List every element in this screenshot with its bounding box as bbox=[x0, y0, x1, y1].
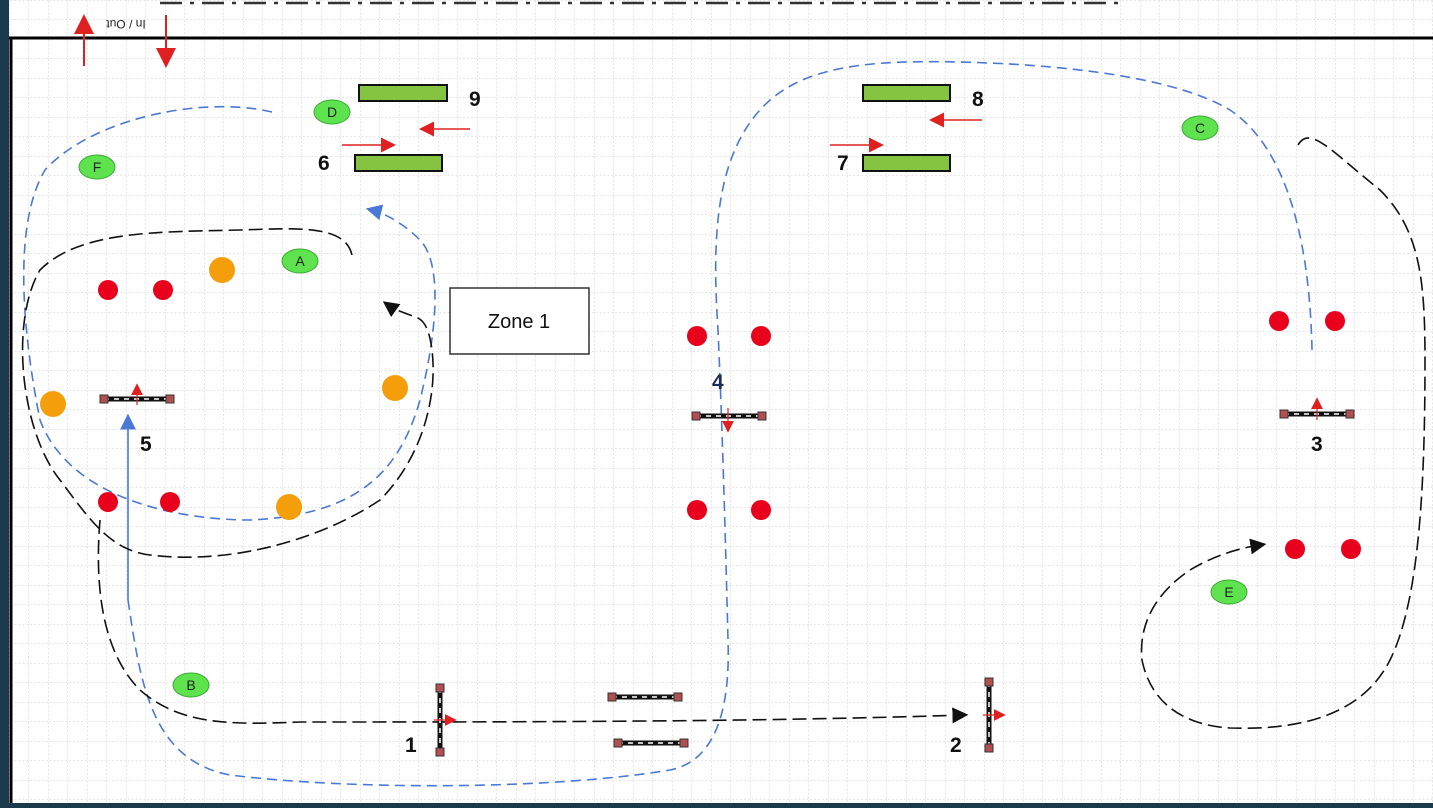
hurdle-9-number: 9 bbox=[469, 88, 481, 111]
hurdle-6-bar bbox=[354, 154, 443, 172]
cone-E: E bbox=[1210, 579, 1248, 605]
blue-route-loop bbox=[23, 105, 436, 521]
svg-text:D: D bbox=[327, 104, 337, 120]
hurdle-6-number: 6 bbox=[318, 152, 330, 175]
zone-1-label: Zone 1 bbox=[488, 311, 550, 333]
hurdle-8-number: 8 bbox=[972, 88, 984, 111]
jump-2-number: 2 bbox=[950, 734, 962, 757]
cone-D: D bbox=[313, 99, 351, 125]
svg-text:A: A bbox=[295, 253, 305, 269]
red-markers bbox=[98, 280, 1361, 559]
jump-4-number: 4 bbox=[712, 371, 724, 394]
jump-1 bbox=[434, 683, 457, 757]
grid bbox=[9, 0, 1433, 803]
black-route-bottom bbox=[97, 519, 969, 725]
cone-B: B bbox=[172, 672, 210, 698]
svg-text:C: C bbox=[1195, 120, 1205, 136]
hurdle-7-bar bbox=[862, 154, 951, 172]
jump-5-number: 5 bbox=[140, 433, 152, 456]
jump-2 bbox=[983, 677, 1006, 753]
hurdle-8-bar bbox=[862, 84, 951, 102]
blue-route-main bbox=[127, 60, 1313, 787]
cone-F: F bbox=[78, 154, 116, 180]
ground-pole-lower bbox=[613, 738, 689, 748]
svg-text:B: B bbox=[186, 677, 195, 693]
jump-3 bbox=[1279, 397, 1355, 420]
jump-3-number: 3 bbox=[1311, 433, 1323, 456]
cone-A: A bbox=[281, 248, 319, 274]
svg-text:E: E bbox=[1224, 584, 1233, 600]
entrance-label: In / Out bbox=[106, 17, 146, 31]
jump-1-number: 1 bbox=[405, 734, 417, 757]
black-route-loop bbox=[21, 228, 434, 558]
orange-markers bbox=[40, 257, 408, 520]
ground-pole-upper bbox=[607, 692, 683, 702]
cone-C: C bbox=[1181, 115, 1219, 141]
hurdle-7-number: 7 bbox=[837, 152, 849, 175]
svg-text:F: F bbox=[93, 159, 102, 175]
black-route-right bbox=[1140, 137, 1426, 730]
zone-1-box bbox=[449, 287, 590, 355]
jump-5 bbox=[99, 383, 175, 405]
jump-4 bbox=[691, 408, 767, 433]
hurdle-9-bar bbox=[358, 84, 448, 102]
